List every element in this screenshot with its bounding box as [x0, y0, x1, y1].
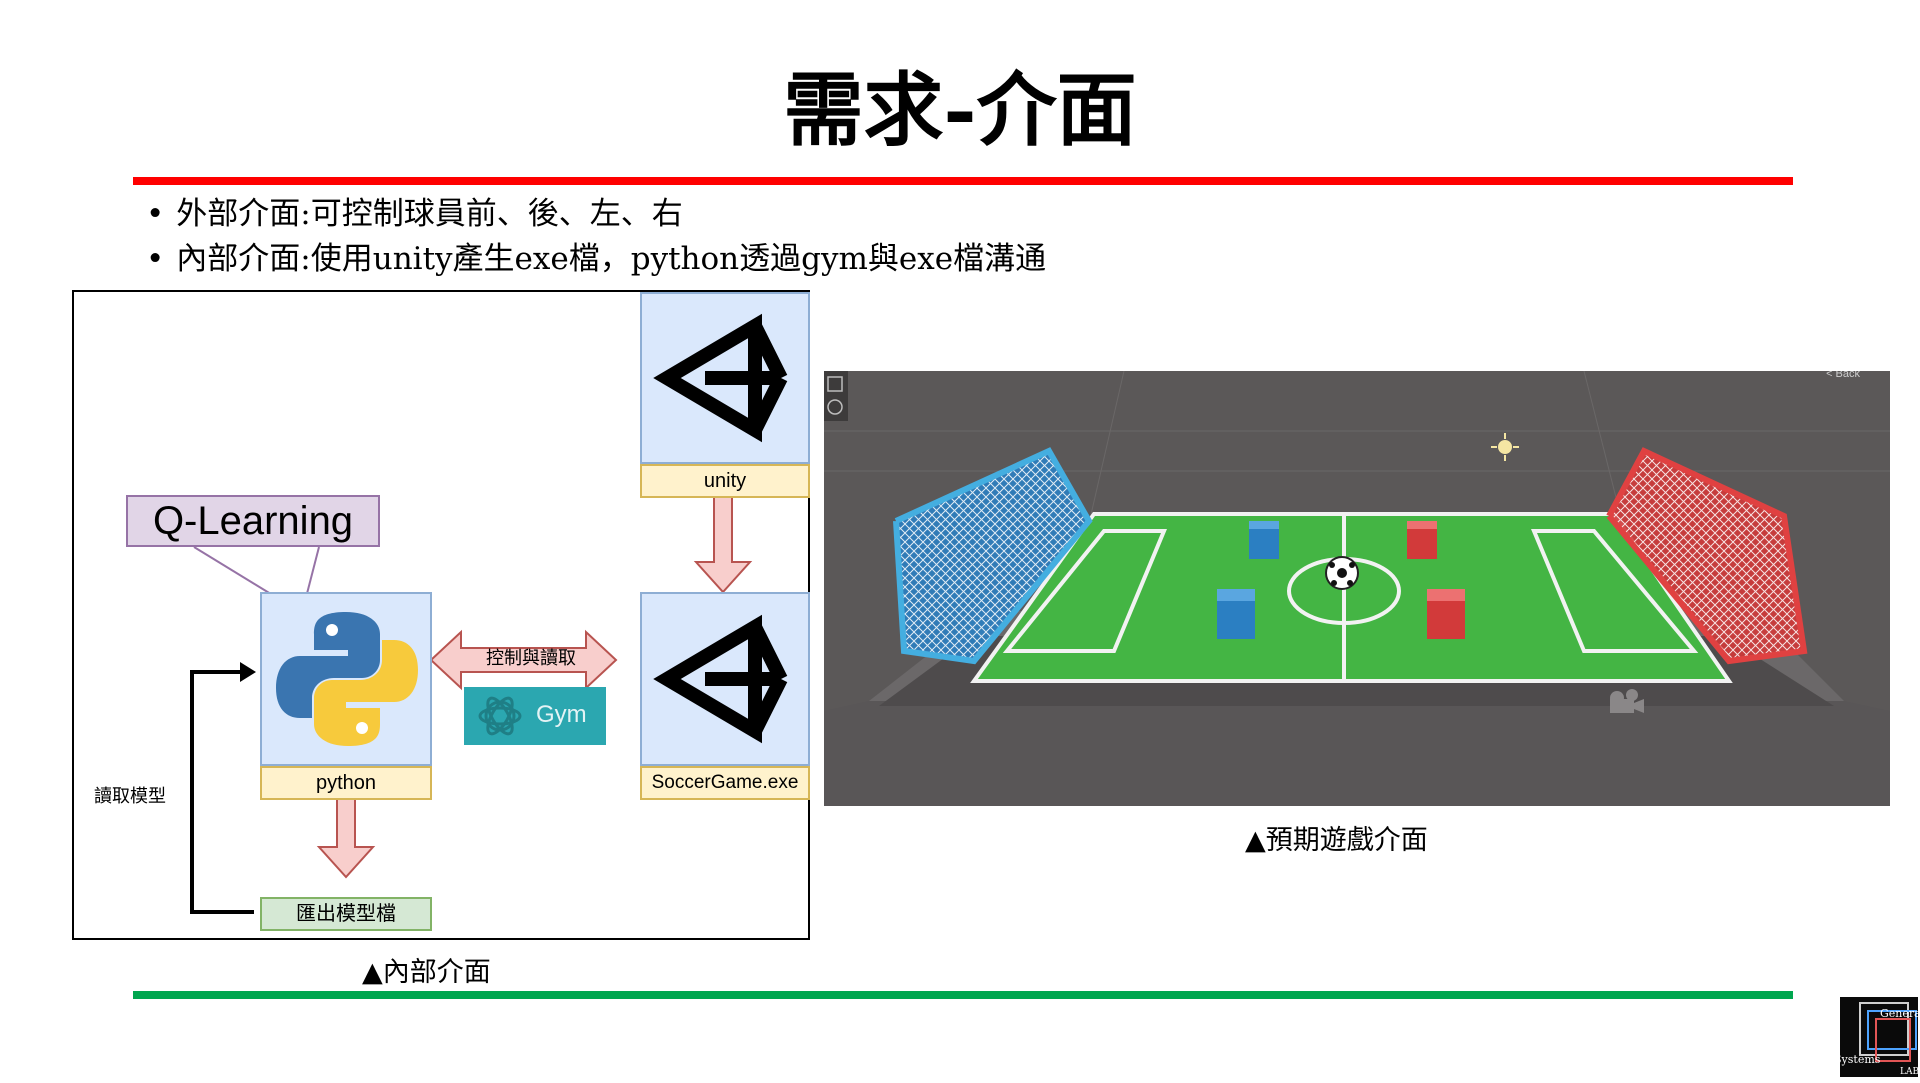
lab-logo: General Systems LAB [1834, 993, 1920, 1079]
read-model-label: 讀取模型 [94, 786, 166, 807]
unity-logo-box [640, 292, 810, 464]
control-read-label: 控制與讀取 [486, 648, 576, 669]
unity-icon [653, 614, 788, 744]
logo-text: General [1880, 1007, 1920, 1020]
lab-logo-mark [1840, 997, 1918, 1077]
soccer-scene [824, 371, 1890, 806]
unity-icon [653, 313, 788, 443]
blue-goal [893, 447, 1093, 665]
openai-icon [478, 696, 522, 736]
red-player [1407, 521, 1437, 559]
double-arrow [429, 629, 618, 691]
python-logo-box [260, 592, 432, 766]
red-goal [1606, 447, 1808, 665]
camera-icon [1610, 689, 1644, 713]
sun-icon [1491, 433, 1519, 461]
blue-player [1249, 521, 1279, 559]
gym-badge: Gym [464, 687, 606, 745]
bullet-list: •外部介面:可控制球員前、後、左、右 •內部介面:使用unity產生exe檔，p… [146, 192, 1046, 282]
game-screenshot: < Back [824, 371, 1890, 806]
q-learning-label: Q-Learning [126, 495, 380, 547]
footer-line [133, 991, 1793, 999]
back-button[interactable]: < Back [1826, 371, 1860, 380]
soccer-ball [1325, 556, 1359, 590]
python-label: python [260, 766, 432, 800]
slide-title: 需求-介面 [783, 63, 1137, 157]
game-caption: ▲預期遊戲介面 [1245, 825, 1428, 856]
bullet-text: 內部介面:使用unity產生exe檔，python透過gym與exe檔溝通 [176, 241, 1047, 277]
title-underline [133, 177, 1793, 185]
bullet-item: •外部介面:可控制球員前、後、左、右 [146, 196, 683, 232]
blue-player [1217, 589, 1255, 639]
internal-caption: ▲內部介面 [362, 957, 491, 988]
unity-label: unity [640, 464, 810, 498]
soccergame-label: SoccerGame.exe [640, 766, 810, 800]
gym-label: Gym [536, 701, 587, 728]
red-player [1427, 589, 1465, 639]
logo-text: Systems [1834, 1053, 1881, 1066]
bullet-text: 外部介面:可控制球員前、後、左、右 [176, 196, 683, 232]
diagram-connectors [190, 437, 753, 914]
internal-interface-diagram: Q-Learning unity python [72, 290, 810, 940]
export-model-box: 匯出模型檔 [260, 897, 432, 931]
soccergame-logo-box [640, 592, 810, 766]
python-icon [276, 612, 418, 746]
logo-text: LAB [1900, 1067, 1920, 1077]
bullet-item: •內部介面:使用unity產生exe檔，python透過gym與exe檔溝通 [146, 241, 1047, 277]
